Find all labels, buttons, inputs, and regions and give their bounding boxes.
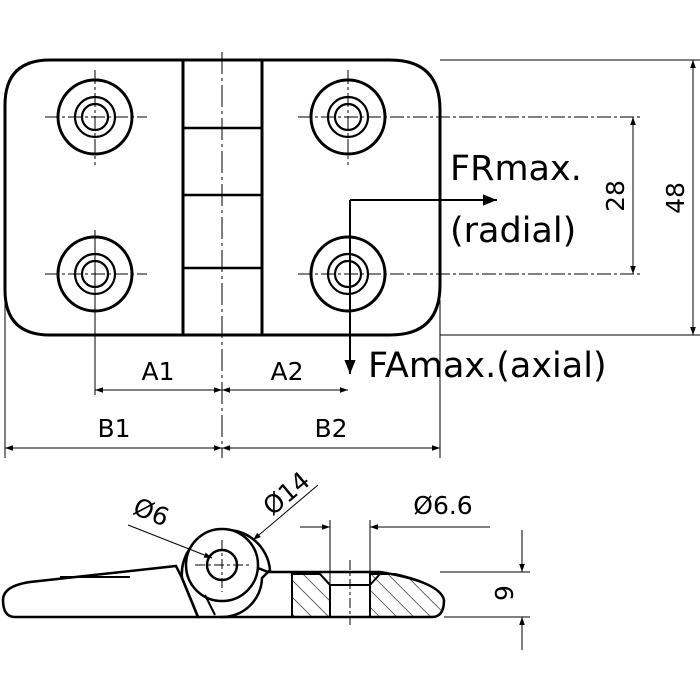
dim-label-hole-diameter: Ø6.6 — [413, 491, 472, 520]
top-view: A1 A2 B1 B2 28 48 FRmax. (radial) FAmax.… — [3, 52, 700, 458]
dim-label-thickness: 9 — [490, 585, 519, 601]
hinge-outline — [3, 58, 442, 337]
dim-label-hole-spacing: 28 — [601, 180, 630, 212]
dim-label-b1: B1 — [97, 414, 130, 443]
mounting-hole-top-right — [298, 70, 640, 165]
dim-leader-knuckle-diameter — [252, 484, 319, 541]
radial-load-label-line2: (radial) — [450, 211, 576, 251]
axial-load-label: FAmax.(axial) — [368, 346, 607, 386]
mounting-hole-bottom-left — [45, 230, 147, 395]
dim-label-a2: A2 — [270, 357, 303, 386]
extension-lines — [4, 59, 700, 458]
radial-load-label-line1: FRmax. — [450, 149, 582, 189]
dim-label-pin-diameter: Ø6 — [129, 492, 173, 532]
dim-label-b2: B2 — [314, 414, 347, 443]
dim-label-a1: A1 — [141, 357, 174, 386]
dim-label-knuckle-diameter: Ø14 — [257, 466, 315, 521]
dim-leader-pin-diameter — [127, 524, 213, 559]
load-arrows — [344, 194, 497, 374]
right-leaf-section-hatch-left — [291, 573, 331, 618]
dim-label-overall-height: 48 — [661, 182, 690, 214]
left-leaf-profile — [1, 564, 200, 619]
mounting-hole-bottom-right — [298, 235, 640, 313]
side-view: Ø6 Ø14 Ø6.6 9 — [1, 466, 530, 650]
mounting-hole-top-left — [45, 70, 147, 165]
right-leaf-section-hatch-right — [369, 573, 446, 618]
